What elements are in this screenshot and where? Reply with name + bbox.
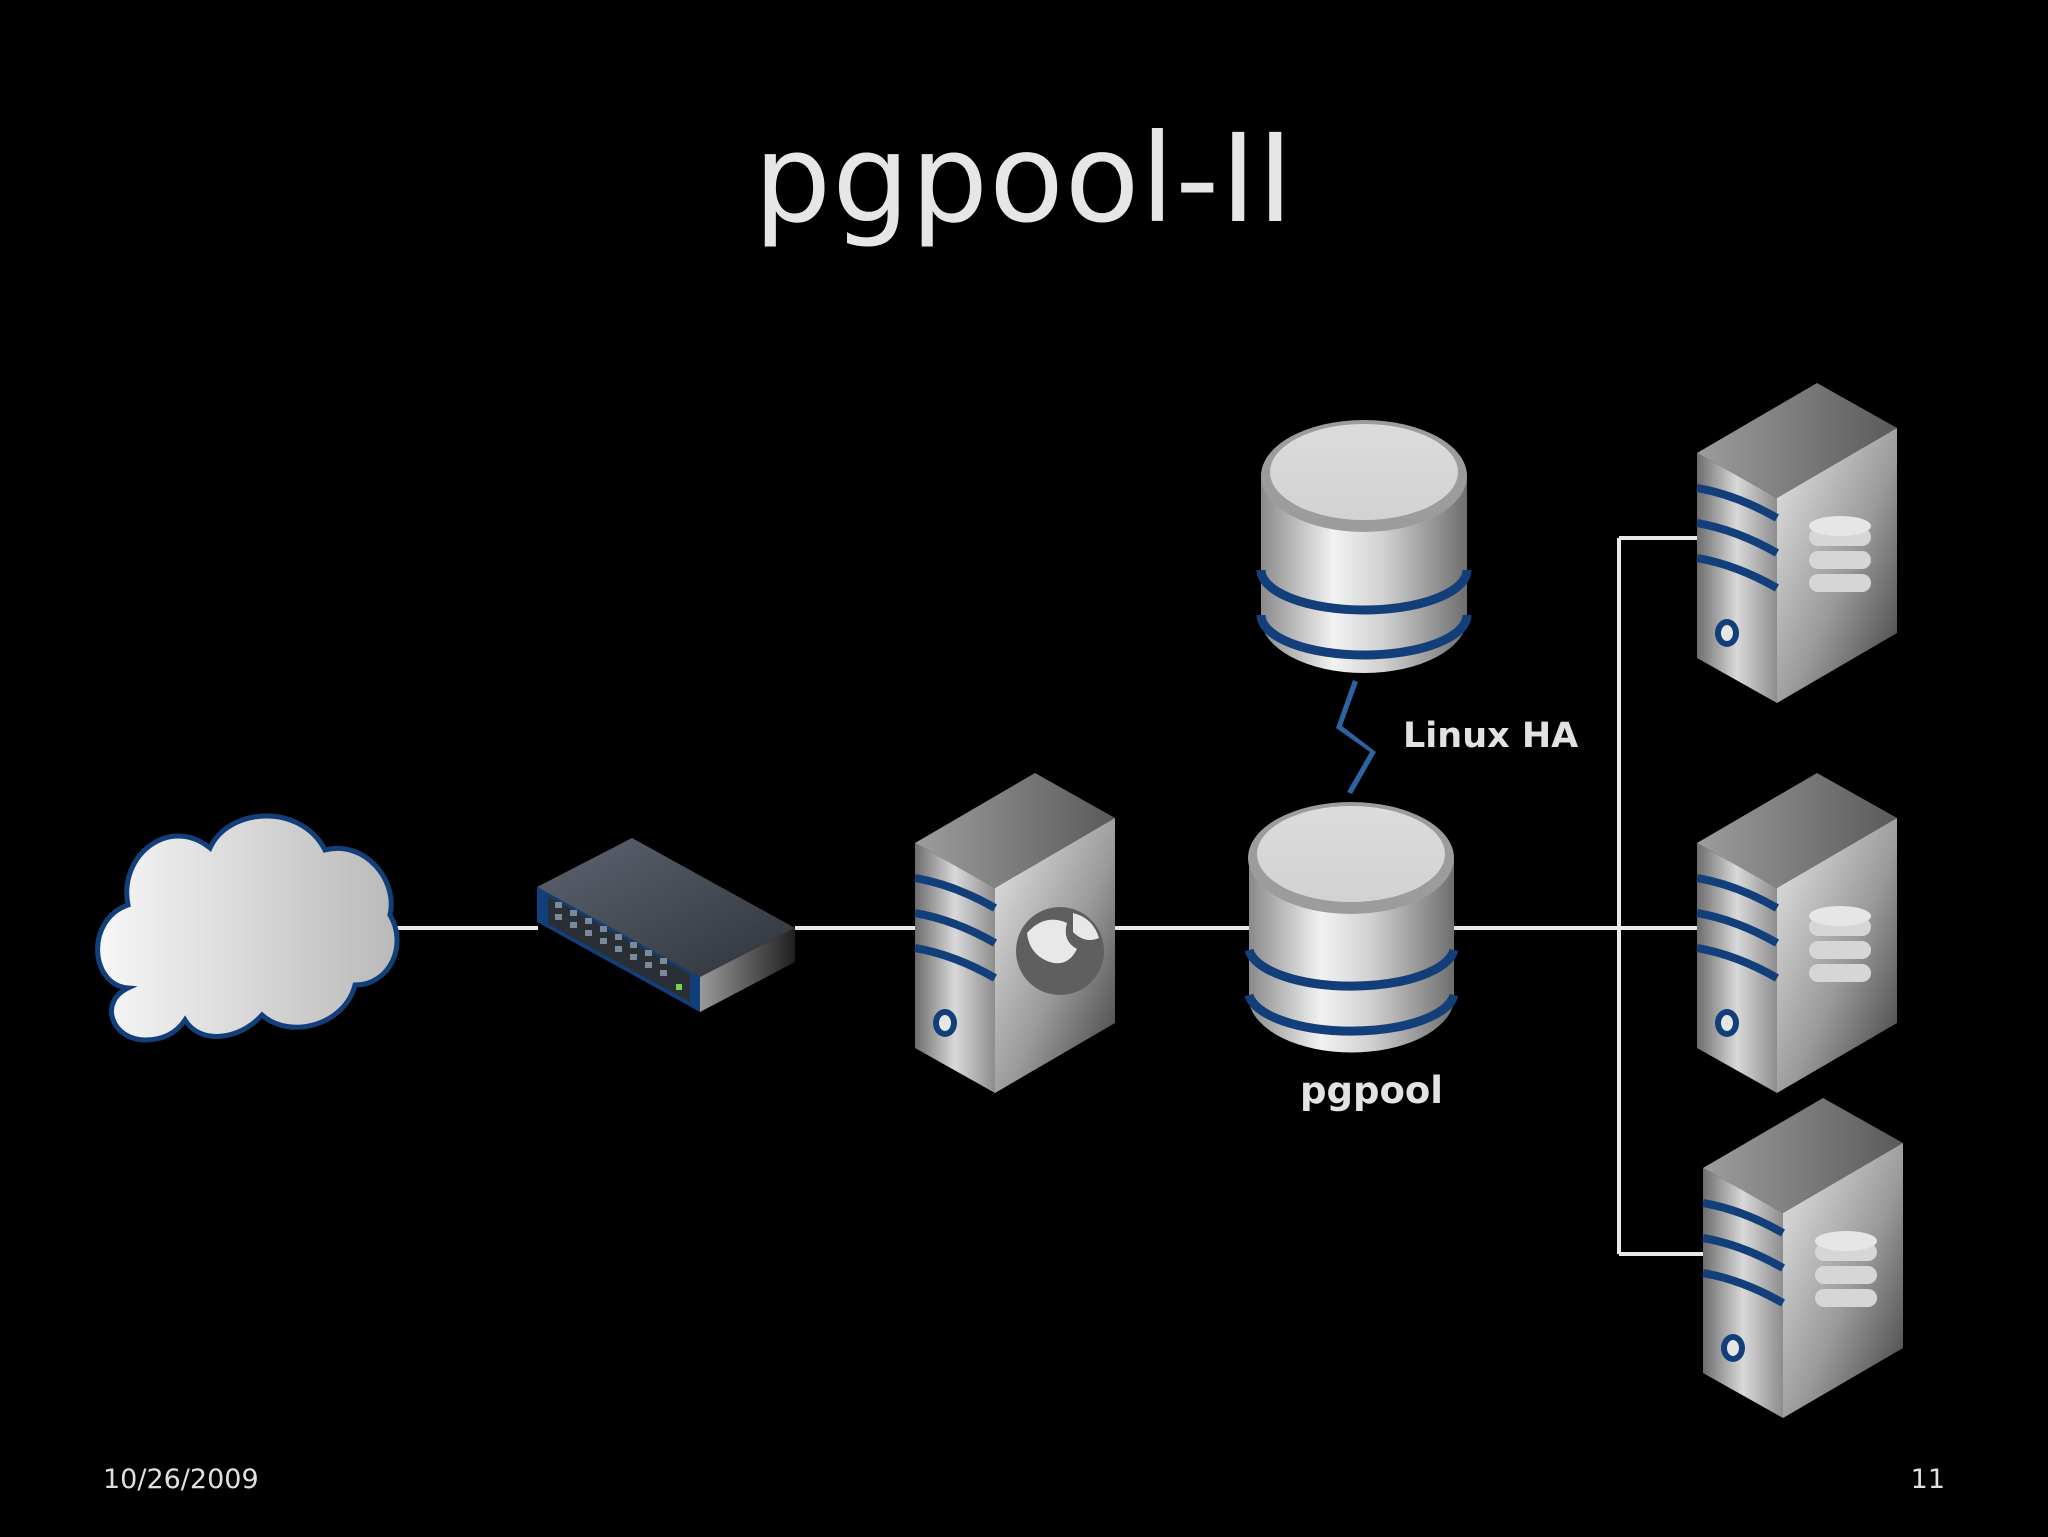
web-server-icon [915, 773, 1115, 1093]
db-server-1-icon [1697, 383, 1897, 703]
slide-title: pgpool-II [753, 108, 1295, 250]
pgpool-primary-database-icon [1244, 802, 1459, 1053]
linux-ha-label: Linux HA [1403, 716, 1578, 756]
db-server-3-icon [1703, 1098, 1903, 1418]
slide-number: 11 [1910, 1464, 1945, 1495]
pgpool-label: pgpool [1300, 1069, 1443, 1112]
cloud-icon [95, 813, 400, 1043]
db-server-2-icon [1697, 773, 1897, 1093]
connector-lines [395, 536, 1706, 1256]
pgpool-standby-database-icon [1256, 420, 1472, 673]
slide-date: 10/26/2009 [103, 1464, 259, 1495]
switch-icon [537, 838, 795, 1012]
heartbeat-lightning-icon [1336, 680, 1376, 794]
